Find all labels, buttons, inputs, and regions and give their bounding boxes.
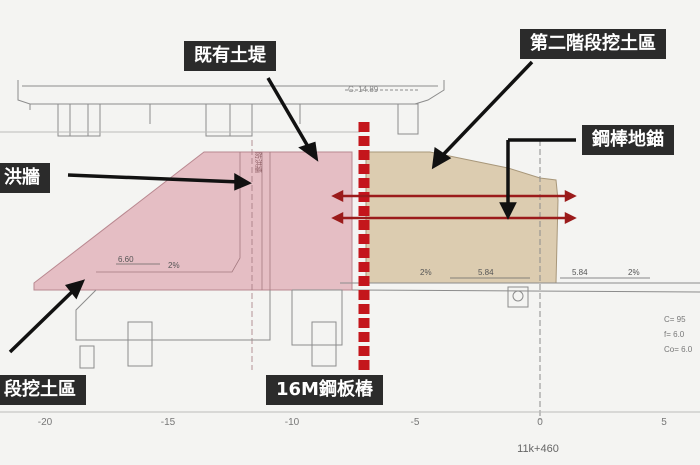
axis-tick-label: -15 — [161, 417, 176, 428]
elevation-mark: C. 14.89 — [348, 85, 379, 94]
axis-tick-label: 0 — [537, 417, 543, 428]
embankment-inner-lines — [96, 140, 271, 370]
dimension-right: 5.84 — [572, 268, 588, 277]
dimension-mid: 5.84 — [478, 268, 494, 277]
axis-tick-label: -20 — [38, 417, 53, 428]
label-sheet-pile: 16M鋼板樁 — [266, 375, 383, 405]
slope-left: 2% — [168, 261, 180, 270]
ground-line — [340, 140, 700, 420]
axis-tick-label: -10 — [285, 417, 300, 428]
slope-mid: 2% — [420, 268, 432, 277]
callout-arrows — [8, 60, 576, 354]
bottom-axis: -20 -15 -10 -5 0 5 — [0, 411, 700, 428]
axis-tick-label: -5 — [411, 417, 420, 428]
foundation-structures — [75, 289, 343, 369]
label-stage1-excavation: 段挖土區 — [0, 375, 86, 405]
label-steel-anchor: 鋼棒地錨 — [582, 125, 674, 155]
legend-f: f= 6.0 — [664, 330, 685, 339]
label-existing-embankment: 既有土堤 — [184, 41, 276, 71]
legend-co: Co= 6.0 — [664, 345, 693, 354]
bridge-deck — [17, 80, 445, 137]
embankment-area — [33, 151, 353, 291]
label-stage2-excavation: 第二階段挖土區 — [520, 29, 666, 59]
wall-mark: 防洪牆 — [254, 152, 263, 173]
station-label: 11k+460 — [517, 443, 559, 455]
axis-tick-label: 5 — [661, 417, 667, 428]
dimension-left: 6.60 — [118, 255, 134, 264]
legend-c: C= 95 — [664, 315, 686, 324]
steel-anchors — [331, 189, 577, 225]
label-flood-wall: 洪牆 — [0, 163, 50, 193]
slope-right: 2% — [628, 268, 640, 277]
